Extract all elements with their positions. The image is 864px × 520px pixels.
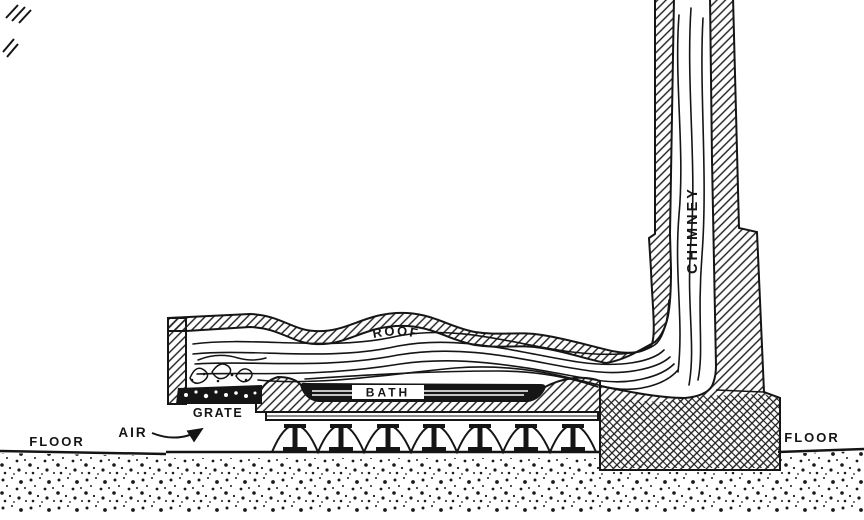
wall-base-joint-line [715, 389, 765, 393]
bath-label: BATH [366, 386, 410, 400]
roof-and-chimney-left-wall [167, 0, 675, 365]
ground-line-left [0, 449, 167, 456]
grate-bar [176, 385, 262, 404]
bath-label-patch [352, 385, 424, 399]
floor-label-left: FLOOR [29, 434, 85, 449]
corner-hatch-marks [2, 4, 32, 58]
base-crosshatch-shading [600, 394, 780, 468]
air-arrow [151, 427, 204, 443]
fire-scribbles [189, 354, 267, 385]
air-label: AIR [118, 425, 147, 440]
flame-flow-lines [192, 299, 679, 390]
chimney-smoke-lines [676, 7, 705, 386]
labels: ROOF BATH GRATE AIR CHIMNEY FLOOR FLOOR [29, 186, 840, 449]
roof-label: ROOF [371, 323, 421, 341]
chimney-label: CHIMNEY [685, 186, 701, 274]
hearth-supports [166, 411, 600, 455]
bath [301, 382, 546, 401]
ground-earth [0, 447, 864, 512]
ground-line-right [777, 447, 864, 454]
grate-label: GRATE [193, 406, 243, 420]
grate-and-fire [176, 354, 267, 404]
furnace-masonry [167, 0, 781, 471]
grate-coals [184, 390, 257, 399]
floor-label-right: FLOOR [784, 430, 840, 445]
earth-stipple [0, 451, 864, 512]
